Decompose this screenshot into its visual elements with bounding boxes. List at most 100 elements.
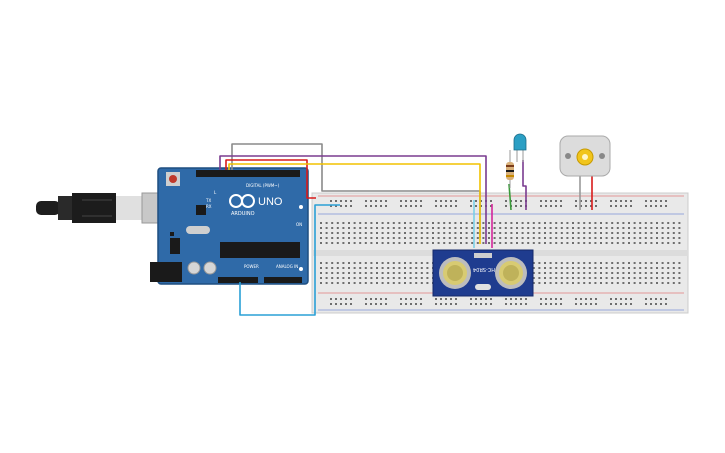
breadboard-hole[interactable]	[650, 232, 653, 234]
breadboard-hole[interactable]	[342, 277, 345, 279]
breadboard-hole[interactable]	[560, 303, 562, 305]
breadboard-hole[interactable]	[544, 237, 546, 239]
breadboard-hole[interactable]	[521, 232, 524, 234]
breadboard-hole[interactable]	[331, 262, 334, 264]
breadboard-hole[interactable]	[515, 303, 517, 305]
breadboard-hole[interactable]	[588, 277, 591, 279]
breadboard-hole[interactable]	[540, 205, 542, 207]
breadboard-hole[interactable]	[499, 237, 502, 239]
breadboard-hole[interactable]	[471, 237, 474, 239]
breadboard-hole[interactable]	[445, 200, 447, 202]
breadboard-hole[interactable]	[622, 222, 625, 224]
breadboard-hole[interactable]	[353, 242, 356, 244]
breadboard-hole[interactable]	[454, 222, 457, 224]
breadboard-hole[interactable]	[381, 277, 384, 279]
breadboard-hole[interactable]	[370, 262, 373, 264]
breadboard-hole[interactable]	[656, 242, 658, 244]
breadboard-hole[interactable]	[370, 237, 373, 239]
breadboard-hole[interactable]	[633, 282, 636, 284]
breadboard-hole[interactable]	[605, 242, 608, 244]
breadboard-hole[interactable]	[605, 222, 608, 224]
breadboard-hole[interactable]	[566, 267, 569, 269]
breadboard-hole[interactable]	[549, 277, 552, 279]
breadboard-hole[interactable]	[482, 232, 485, 234]
breadboard-hole[interactable]	[470, 205, 472, 207]
breadboard-hole[interactable]	[660, 200, 662, 202]
breadboard-hole[interactable]	[380, 205, 382, 207]
breadboard-hole[interactable]	[331, 272, 334, 274]
breadboard-hole[interactable]	[398, 282, 401, 284]
breadboard-hole[interactable]	[655, 205, 657, 207]
breadboard-hole[interactable]	[572, 237, 574, 239]
breadboard-hole[interactable]	[455, 205, 457, 207]
breadboard-hole[interactable]	[545, 200, 547, 202]
breadboard-hole[interactable]	[625, 200, 627, 202]
breadboard-hole[interactable]	[555, 262, 558, 264]
breadboard-hole[interactable]	[376, 227, 378, 229]
breadboard-hole[interactable]	[353, 272, 356, 274]
breadboard-hole[interactable]	[426, 222, 429, 224]
breadboard-hole[interactable]	[370, 272, 373, 274]
breadboard-hole[interactable]	[560, 222, 563, 224]
breadboard-hole[interactable]	[644, 222, 647, 224]
breadboard-hole[interactable]	[490, 303, 492, 305]
breadboard-hole[interactable]	[616, 237, 619, 239]
breadboard-hole[interactable]	[376, 237, 378, 239]
breadboard-hole[interactable]	[404, 272, 406, 274]
breadboard-hole[interactable]	[348, 227, 350, 229]
breadboard-hole[interactable]	[521, 242, 524, 244]
breadboard-hole[interactable]	[560, 277, 563, 279]
breadboard-hole[interactable]	[325, 267, 328, 269]
breadboard-hole[interactable]	[480, 200, 482, 202]
breadboard-hole[interactable]	[336, 267, 339, 269]
breadboard-hole[interactable]	[392, 262, 395, 264]
breadboard-hole[interactable]	[538, 277, 541, 279]
breadboard-hole[interactable]	[516, 237, 518, 239]
breadboard-hole[interactable]	[644, 272, 647, 274]
breadboard-hole[interactable]	[665, 303, 667, 305]
breadboard-hole[interactable]	[409, 262, 412, 264]
breadboard-hole[interactable]	[465, 242, 468, 244]
breadboard-hole[interactable]	[538, 237, 541, 239]
breadboard-hole[interactable]	[476, 232, 479, 234]
breadboard-hole[interactable]	[622, 282, 625, 284]
breadboard-hole[interactable]	[600, 282, 602, 284]
breadboard-hole[interactable]	[639, 277, 642, 279]
breadboard-hole[interactable]	[656, 222, 658, 224]
breadboard-hole[interactable]	[342, 237, 345, 239]
breadboard-hole[interactable]	[538, 242, 541, 244]
breadboard-hole[interactable]	[365, 303, 367, 305]
breadboard-hole[interactable]	[325, 232, 328, 234]
breadboard-hole[interactable]	[616, 267, 619, 269]
breadboard-hole[interactable]	[616, 272, 619, 274]
breadboard-hole[interactable]	[359, 242, 362, 244]
breadboard-hole[interactable]	[392, 267, 395, 269]
breadboard-hole[interactable]	[555, 242, 558, 244]
breadboard-hole[interactable]	[364, 282, 367, 284]
breadboard-hole[interactable]	[615, 298, 617, 300]
breadboard-hole[interactable]	[465, 237, 468, 239]
breadboard-hole[interactable]	[348, 237, 350, 239]
breadboard-hole[interactable]	[566, 272, 569, 274]
breadboard-hole[interactable]	[435, 303, 437, 305]
breadboard-hole[interactable]	[538, 262, 541, 264]
breadboard-hole[interactable]	[600, 242, 602, 244]
breadboard-hole[interactable]	[448, 227, 451, 229]
breadboard-hole[interactable]	[538, 282, 541, 284]
breadboard-hole[interactable]	[532, 272, 535, 274]
breadboard-hole[interactable]	[605, 237, 608, 239]
breadboard-hole[interactable]	[577, 222, 580, 224]
breadboard-hole[interactable]	[615, 303, 617, 305]
breadboard-hole[interactable]	[628, 277, 630, 279]
breadboard-hole[interactable]	[381, 242, 384, 244]
breadboard-hole[interactable]	[510, 222, 513, 224]
wire-purple-led[interactable]	[522, 160, 527, 210]
breadboard-hole[interactable]	[325, 222, 328, 224]
breadboard-hole[interactable]	[437, 237, 440, 239]
breadboard-hole[interactable]	[409, 277, 412, 279]
breadboard-hole[interactable]	[400, 205, 402, 207]
breadboard-hole[interactable]	[588, 242, 591, 244]
breadboard-hole[interactable]	[340, 200, 342, 202]
breadboard-hole[interactable]	[532, 282, 535, 284]
breadboard-hole[interactable]	[375, 205, 377, 207]
